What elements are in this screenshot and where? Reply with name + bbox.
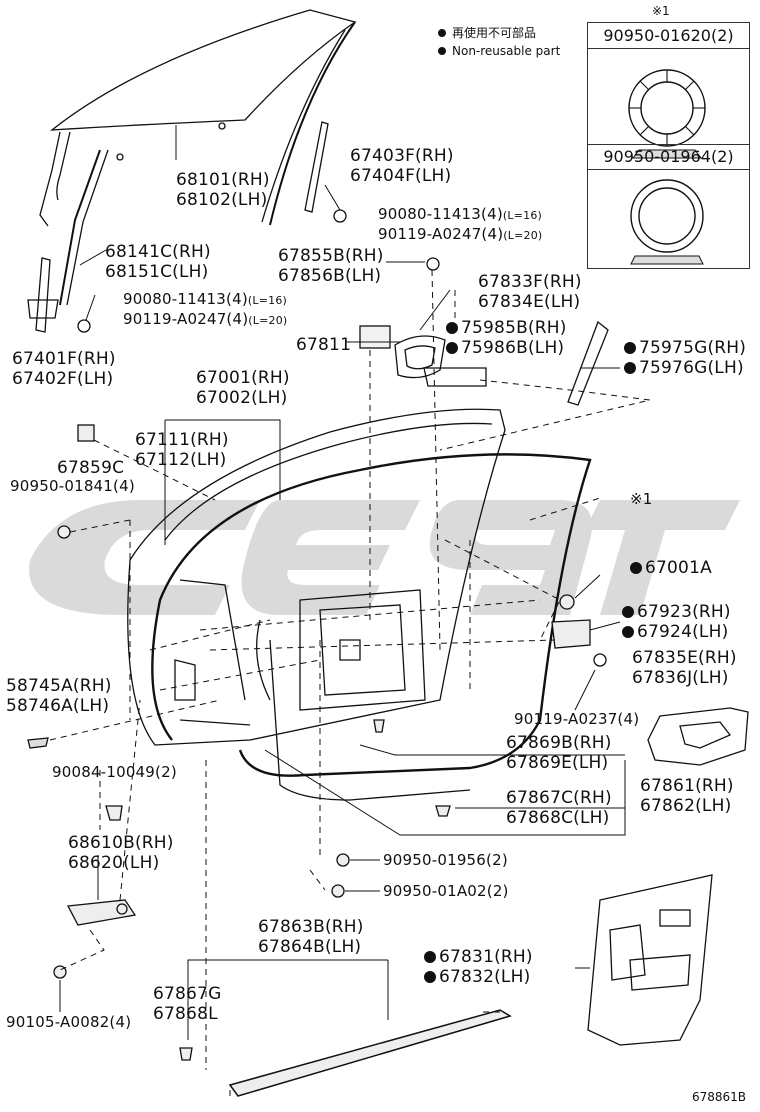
part-label: 90105-A0082(4) <box>6 1013 132 1031</box>
part-label: 67855B(RH)67856B(LH) <box>278 246 384 286</box>
reference-mark: ※1 <box>630 490 653 508</box>
belt-molding <box>228 1009 512 1097</box>
part-label: 90950-01A02(2) <box>383 882 509 900</box>
inset-part-bottom: 90950-01964(2) <box>603 147 734 166</box>
legend-item-jp: 再使用不可部品 <box>438 24 560 42</box>
door-panel <box>127 408 506 746</box>
part-label: 68610B(RH)68620(LH) <box>68 833 174 873</box>
part-label: 67863B(RH)67864B(LH) <box>258 917 364 957</box>
part-label: 67867C(RH)67868C(LH) <box>506 788 612 828</box>
part-label: 68101(RH)68102(LH) <box>176 170 270 210</box>
door-trim-panel <box>587 874 713 1046</box>
legend-item-en: Non-reusable part <box>438 42 560 60</box>
door-glass <box>49 9 357 131</box>
part-label: 67001(RH)67002(LH) <box>196 368 290 408</box>
inset-part-top: 90950-01620(2) <box>603 26 734 45</box>
part-label: 90950-01956(2) <box>383 851 508 869</box>
part-label: 67001A <box>630 558 712 578</box>
part-label: 90084-10049(2) <box>52 763 177 781</box>
part-label: 67859C <box>57 458 125 478</box>
part-label: 67831(RH)67832(LH) <box>424 947 533 987</box>
part-label: 75985B(RH)75986B(LH) <box>446 318 567 358</box>
part-label: 90080-11413(4)(L=16)90119-A0247(4)(L=20) <box>123 290 288 328</box>
regulator-rail <box>304 121 329 213</box>
part-label: 75975G(RH)75976G(LH) <box>624 338 746 378</box>
part-label: 58745A(RH)58746A(LH) <box>6 676 112 716</box>
bullet-icon <box>438 47 446 55</box>
pad <box>359 325 391 349</box>
part-label: 67403F(RH)67404F(LH) <box>350 146 454 186</box>
weatherstrip <box>151 453 592 777</box>
part-label: 90080-11413(4)(L=16)90119-A0247(4)(L=20) <box>378 205 543 243</box>
legend: 再使用不可部品 Non-reusable part <box>438 24 560 60</box>
part-label: 67833F(RH)67834E(LH) <box>478 272 582 312</box>
grommet-icon <box>628 69 706 159</box>
watermark-logo <box>29 500 740 615</box>
part-label: 68141C(RH)68151C(LH) <box>105 242 211 282</box>
part-label: 67869B(RH)67869E(LH) <box>506 733 612 773</box>
bullet-icon <box>438 29 446 37</box>
part-label: 67401F(RH)67402F(LH) <box>12 349 116 389</box>
part-label: 90119-A0237(4) <box>514 710 640 728</box>
figure-code: 678861B <box>691 1090 746 1104</box>
part-label: 67861(RH)67862(LH) <box>640 776 734 816</box>
part-label: 90950-01841(4) <box>10 477 135 495</box>
grommet-icon <box>630 179 704 265</box>
inset-note-mark: ※1 <box>652 4 670 18</box>
grommet-inset-box: 90950-01620(2) 90950-01964(2) <box>587 22 750 269</box>
part-label: 67835E(RH)67836J(LH) <box>632 648 737 688</box>
part-label: 67923(RH)67924(LH) <box>622 602 731 642</box>
part-label: 67111(RH)67112(LH) <box>135 430 229 470</box>
part-label: 67811 <box>296 335 352 355</box>
